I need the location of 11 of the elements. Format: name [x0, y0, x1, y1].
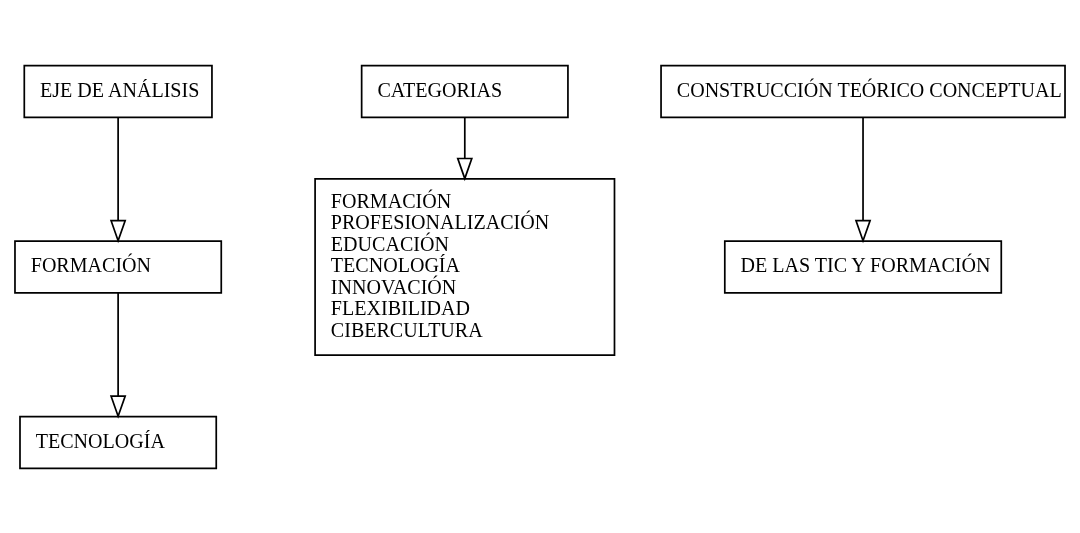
node-box: TECNOLOGÍA	[19, 415, 218, 469]
arrow	[456, 115, 474, 181]
node-box: DE LAS TIC Y FORMACIÓN	[723, 239, 1003, 294]
node-box: CATEGORIAS	[360, 64, 569, 118]
arrow	[109, 115, 127, 243]
arrow	[109, 291, 127, 419]
node-box: CONSTRUCCIÓN TEÓRICO CONCEPTUAL	[660, 64, 1066, 118]
node-box: FORMACIÓN PROFESIONALIZACIÓN EDUCACIÓN TECNOLOGÍA INNOVACIÓN FLEXIBILIDAD CIBERCULTURA	[314, 177, 616, 356]
node-box: FORMACIÓN	[14, 239, 223, 294]
node-box: EJE DE ANÁLISIS	[23, 64, 213, 118]
arrow	[854, 115, 872, 243]
